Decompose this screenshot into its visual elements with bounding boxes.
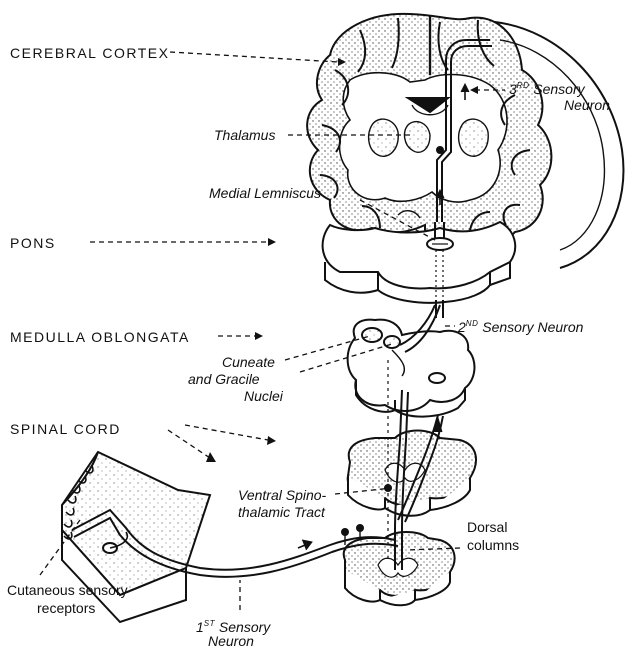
label-second-word: Sensory Neuron bbox=[482, 319, 583, 335]
label-third-num: 3 bbox=[509, 81, 517, 97]
label-spinal-cord: SPINAL CORD bbox=[10, 422, 121, 436]
label-cutaneous-line1: Cutaneous sensory bbox=[7, 583, 128, 597]
label-first-sup: ST bbox=[204, 619, 215, 628]
label-third-sup: RD bbox=[517, 81, 530, 90]
label-first-num: 1 bbox=[196, 619, 204, 635]
medulla-section bbox=[348, 305, 475, 417]
label-cuneate-line1: Cuneate bbox=[222, 355, 275, 369]
label-second-sensory-neuron: 2ND Sensory Neuron bbox=[458, 320, 583, 334]
label-pons: PONS bbox=[10, 236, 56, 250]
label-thalamus: Thalamus bbox=[214, 128, 275, 142]
leader-spinal-cord-1 bbox=[168, 430, 210, 458]
label-first-sensory-neuron-line2: Neuron bbox=[208, 634, 254, 648]
label-second-num: 2 bbox=[458, 319, 466, 335]
leader-spinal-cord-2 bbox=[185, 425, 268, 440]
label-second-sup: ND bbox=[466, 319, 479, 328]
leader-cerebral-cortex bbox=[170, 52, 338, 62]
label-dorsal-line1: Dorsal bbox=[467, 520, 507, 534]
label-third-sensory-neuron-line1: 3RD Sensory bbox=[509, 82, 585, 96]
label-third-sensory-neuron-line2: Neuron bbox=[564, 98, 610, 112]
label-medulla-oblongata: MEDULLA OBLONGATA bbox=[10, 330, 190, 344]
upper-spinal-cord-section bbox=[348, 431, 476, 516]
label-ventral-line2: thalamic Tract bbox=[238, 505, 325, 519]
label-third-word: Sensory bbox=[533, 81, 584, 97]
label-first-sensory-neuron-line1: 1ST Sensory bbox=[196, 620, 270, 634]
lower-spinal-cord-section bbox=[344, 532, 455, 605]
label-cutaneous-line2: receptors bbox=[37, 601, 95, 615]
label-cerebral-cortex: CEREBRAL CORTEX bbox=[10, 46, 169, 60]
label-cuneate-line3: Nuclei bbox=[244, 389, 283, 403]
label-medial-lemniscus: Medial Lemniscus bbox=[209, 186, 321, 200]
label-cuneate-line2: and Gracile bbox=[188, 372, 260, 386]
label-ventral-line1: Ventral Spino- bbox=[238, 488, 326, 502]
label-dorsal-line2: columns bbox=[467, 538, 519, 552]
